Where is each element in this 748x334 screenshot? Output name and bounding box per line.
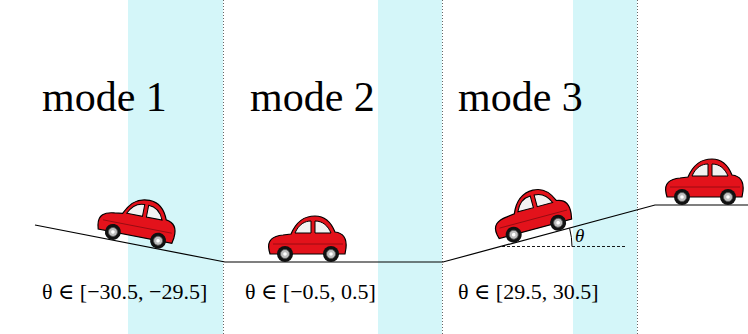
car bbox=[488, 182, 575, 246]
angle-range-label: θ ∈ [29.5, 30.5] bbox=[458, 281, 598, 303]
angle-range-label: θ ∈ [−30.5, −29.5] bbox=[42, 281, 207, 303]
car bbox=[269, 216, 347, 262]
mode-divider bbox=[223, 0, 224, 334]
mode-divider bbox=[442, 0, 443, 334]
angle-range-label: θ ∈ [−0.5, 0.5] bbox=[245, 281, 376, 303]
mode-label: mode 2 bbox=[250, 76, 375, 118]
car bbox=[666, 159, 744, 205]
horizontal-reference bbox=[502, 246, 625, 247]
mode-label: mode 3 bbox=[458, 76, 583, 118]
angle-symbol: θ bbox=[575, 226, 584, 245]
angle-arc bbox=[570, 228, 572, 246]
mode-label: mode 1 bbox=[42, 76, 167, 118]
transition-band bbox=[378, 0, 442, 334]
car bbox=[95, 192, 180, 252]
mode-divider bbox=[637, 0, 638, 334]
